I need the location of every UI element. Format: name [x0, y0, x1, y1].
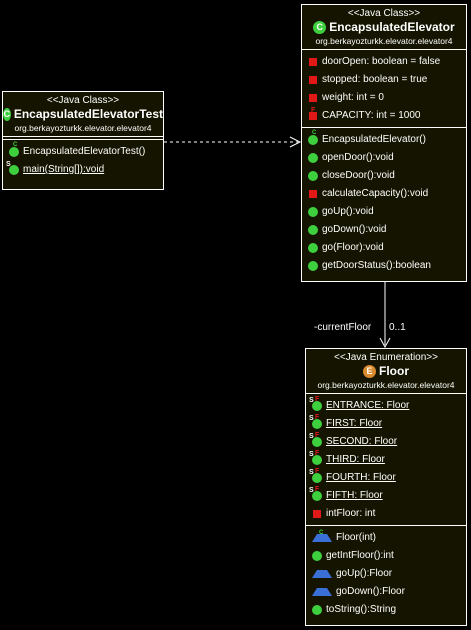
package-method-icon [312, 588, 332, 596]
floor-enum-package: org.berkayozturkk.elevator.elevator4 [317, 380, 455, 390]
public-constructor-icon: C [9, 142, 19, 157]
elevator-class-package: org.berkayozturkk.elevator.elevator4 [315, 36, 453, 46]
method-row[interactable]: calculateCapacity():void [302, 185, 466, 203]
association-role-label: -currentFloor [314, 322, 372, 333]
public-static-method-icon: S [6, 161, 19, 175]
floor-enum-stereotype: <<Java Enumeration>> [334, 352, 438, 363]
field-row[interactable]: weight: int = 0 [302, 89, 466, 107]
dependency-arrowhead [289, 136, 302, 148]
public-constructor-icon: C [308, 130, 318, 145]
method-row[interactable]: go(Floor):void [302, 239, 466, 257]
private-method-icon [309, 190, 317, 198]
public-method-icon [308, 243, 318, 253]
test-class-name: EncapsulatedElevatorTest [13, 107, 163, 121]
private-final-field-icon: F [309, 107, 317, 120]
enum-icon: E [363, 365, 376, 378]
elevator-class-stereotype: <<Java Class>> [347, 8, 421, 19]
field-row[interactable]: intFloor: int [306, 505, 466, 523]
package-method-icon [312, 570, 332, 578]
test-class-package: org.berkayozturkk.elevator.elevator4 [14, 123, 152, 133]
public-method-icon [308, 171, 318, 181]
method-row[interactable]: goDown():Floor [306, 583, 466, 601]
field-row[interactable]: doorOpen: boolean = false [302, 53, 466, 71]
elevator-class-name: EncapsulatedElevator [329, 20, 455, 34]
public-method-icon [308, 153, 318, 163]
method-row[interactable]: goUp():void [302, 203, 466, 221]
private-field-icon [313, 510, 321, 518]
class-icon: C [313, 21, 327, 34]
public-method-icon [312, 551, 322, 561]
method-row[interactable]: getIntFloor():int [306, 547, 466, 565]
private-field-icon [309, 94, 317, 102]
public-method-icon [308, 261, 318, 271]
private-field-icon [309, 58, 317, 66]
floor-enum-name: Floor [379, 364, 409, 378]
method-row[interactable]: openDoor():void [302, 149, 466, 167]
package-constructor-icon: C [312, 530, 332, 542]
method-row[interactable]: goDown():void [302, 221, 466, 239]
public-method-icon [308, 225, 318, 235]
public-method-icon [312, 605, 322, 615]
private-field-icon [309, 76, 317, 84]
elevator-class-fields: doorOpen: boolean = false stopped: boole… [302, 50, 466, 128]
method-row[interactable]: closeDoor():void [302, 167, 466, 185]
method-row[interactable]: goUp():Floor [306, 565, 466, 583]
test-class-fields [3, 137, 163, 140]
method-row[interactable]: toString():String [306, 601, 466, 619]
method-row[interactable]: getDoorStatus():boolean [302, 257, 466, 275]
public-method-icon [308, 207, 318, 217]
field-row[interactable]: stopped: boolean = true [302, 71, 466, 89]
test-class-stereotype: <<Java Class>> [46, 95, 120, 106]
class-icon: C [3, 108, 11, 121]
association-multiplicity-label: 0..1 [389, 322, 406, 333]
association-arrowhead [379, 337, 391, 349]
